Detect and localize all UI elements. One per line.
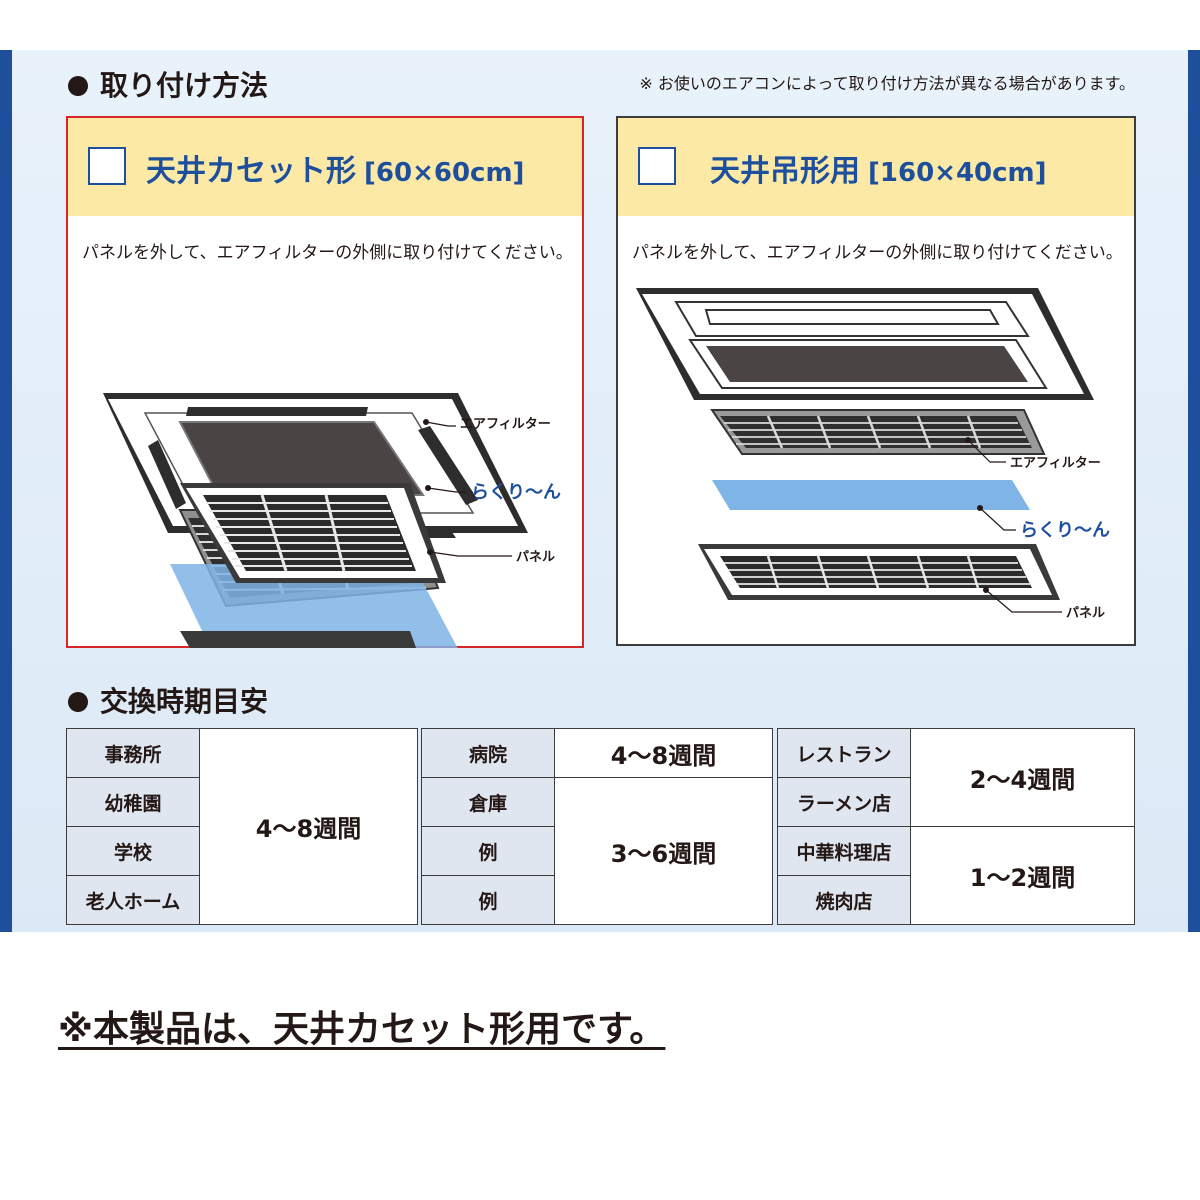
- table-row: 幼稚園: [66, 777, 418, 827]
- card-instruction: パネルを外して、エアフィルターの外側に取り付けてください。: [632, 243, 1123, 263]
- leader-filter: [425, 421, 456, 427]
- period-cell: 1〜2週間: [910, 826, 1135, 925]
- place-cell: 事務所: [66, 728, 200, 778]
- card-header: 天井カセット形[60×60cm]: [68, 118, 582, 216]
- place-cell: 中華料理店: [777, 826, 911, 876]
- label-air-filter: エアフィルター: [1010, 456, 1101, 471]
- place-cell: 倉庫: [421, 777, 555, 827]
- install-note: ※ お使いのエアコンによって取り付け方法が異なる場合があります。: [639, 74, 1135, 93]
- cassette-top-vent: [186, 407, 368, 416]
- schedule-table-3: レストラン 2〜4週間 ラーメン店 中華料理店 1〜2週間 焼肉店: [777, 728, 1135, 925]
- card-header: 天井吊形用[160×40cm]: [618, 118, 1134, 216]
- leader-panel: [985, 589, 1062, 613]
- label-panel: パネル: [516, 550, 555, 565]
- card-ceiling-cassette[interactable]: 天井カセット形[60×60cm] パネルを外して、エアフィルターの外側に取り付け…: [66, 116, 584, 648]
- panel-frame: [180, 631, 417, 648]
- schedule-table-2: 病院 4〜8週間 倉庫 3〜6週間 例 例: [421, 728, 773, 925]
- table-row: 老人ホーム: [66, 875, 418, 925]
- place-cell: 例: [421, 875, 555, 925]
- checkbox[interactable]: [88, 147, 126, 185]
- card-title: 天井カセット形[60×60cm]: [146, 154, 525, 189]
- card-instruction: パネルを外して、エアフィルターの外側に取り付けてください。: [82, 243, 573, 263]
- table-row: 例: [421, 875, 773, 925]
- card-ceiling-suspended[interactable]: 天井吊形用[160×40cm] パネルを外して、エアフィルターの外側に取り付けて…: [616, 116, 1136, 646]
- panel-grille-lines: [724, 555, 1030, 589]
- place-cell: 老人ホーム: [66, 875, 200, 925]
- place-cell: 病院: [421, 728, 555, 778]
- suspended-top-vent: [704, 309, 1000, 325]
- suspended-intake: [706, 346, 1028, 382]
- label-product: らくり〜ん: [471, 482, 561, 503]
- table-row: 学校: [66, 826, 418, 876]
- place-cell: 幼稚園: [66, 777, 200, 827]
- schedule-section-title: 交換時期目安: [68, 680, 268, 720]
- install-section-title: 取り付け方法: [68, 64, 268, 104]
- left-border-bar: [0, 50, 12, 932]
- period-cell: 4〜8週間: [199, 728, 418, 925]
- place-cell: レストラン: [777, 728, 911, 778]
- table-row: 例: [421, 826, 773, 876]
- table-row: 焼肉店: [777, 875, 1135, 925]
- place-cell: 学校: [66, 826, 200, 876]
- leader-product: [979, 507, 1016, 531]
- cassette-diagram-lower: [180, 419, 512, 583]
- label-air-filter: エアフィルター: [460, 417, 551, 432]
- checkbox[interactable]: [638, 147, 676, 185]
- period-cell: 3〜6週間: [554, 777, 773, 925]
- air-filter-mesh: [720, 416, 1032, 448]
- cassette-unit-intake: [178, 421, 425, 496]
- cassette-left-vent: [148, 440, 186, 509]
- right-border-bar: [1188, 50, 1200, 932]
- card-title: 天井吊形用[160×40cm]: [710, 154, 1047, 189]
- label-panel: パネル: [1066, 606, 1105, 621]
- place-cell: 例: [421, 826, 555, 876]
- period-cell: 4〜8週間: [554, 728, 773, 778]
- period-cell: 2〜4週間: [910, 728, 1135, 827]
- bullet-icon: [68, 692, 88, 712]
- leader-panel: [429, 551, 512, 557]
- air-filter-grille: [724, 415, 1030, 449]
- table-row: 中華料理店 1〜2週間: [777, 826, 1135, 925]
- product-sheet: [712, 480, 1030, 510]
- footer-note: ※本製品は、天井カセット形用です。: [58, 1009, 666, 1050]
- leader-filter: [967, 439, 1006, 463]
- table-row: レストラン 2〜4週間: [777, 728, 1135, 827]
- place-cell: ラーメン店: [777, 777, 911, 827]
- bullet-icon: [68, 76, 88, 96]
- panel-grille-lines: [206, 494, 412, 572]
- schedule-table-1: 事務所 4〜8週間 幼稚園 学校 老人ホーム: [66, 728, 418, 925]
- table-row: 事務所 4〜8週間: [66, 728, 418, 925]
- place-cell: 焼肉店: [777, 875, 911, 925]
- panel-grille: [720, 556, 1032, 588]
- leader-product: [427, 487, 466, 493]
- suspended-diagram: エアフィルター らくり〜ん パネル: [636, 288, 1110, 621]
- table-row: ラーメン店: [777, 777, 1135, 827]
- label-product: らくり〜ん: [1020, 520, 1110, 541]
- cassette-right-vent: [418, 426, 478, 505]
- table-row: 病院 4〜8週間: [421, 728, 773, 778]
- product-sheet: [170, 564, 458, 648]
- table-row: 倉庫 3〜6週間: [421, 777, 773, 925]
